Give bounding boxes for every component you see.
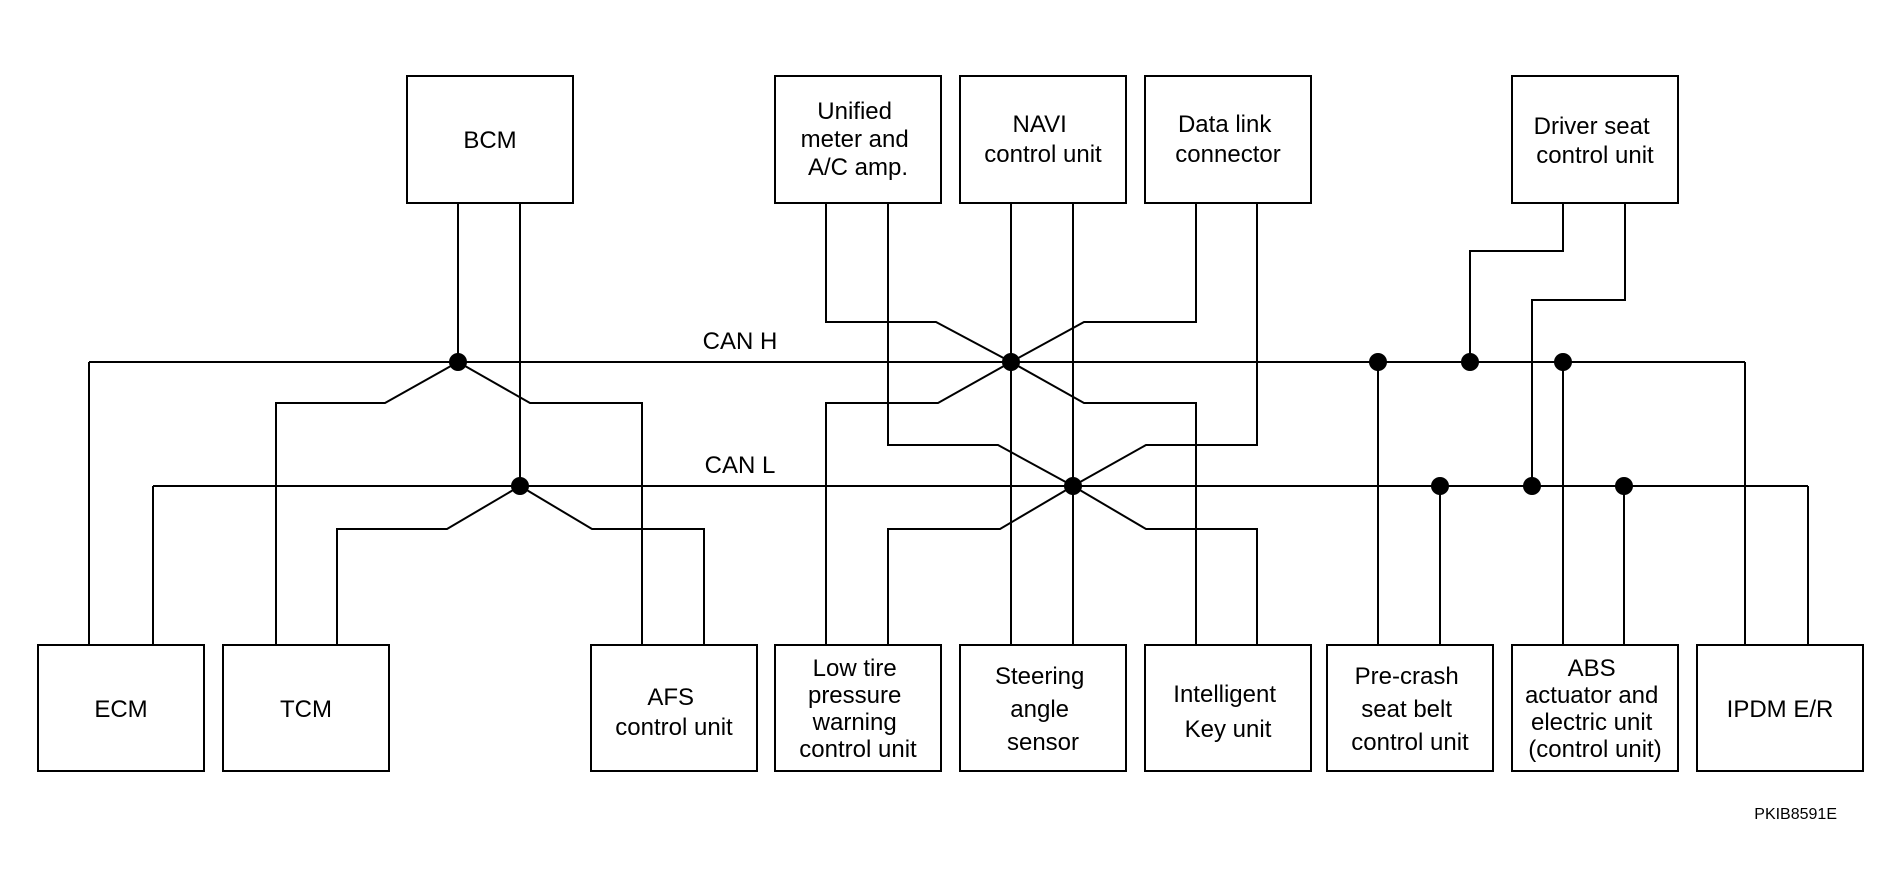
junction-dot [1064,477,1082,495]
data-link-box: Data link connector [1144,75,1312,204]
low-tire-box: Low tire pressure warning control unit [774,644,942,772]
ecm-label: ECM [94,696,147,723]
low-tire-label: Low tire pressure warning control unit [799,655,917,763]
wire-driver-seat-l [1531,203,1626,486]
steering-label: Steering angle sensor [995,663,1091,756]
steering-box: Steering angle sensor [959,644,1127,772]
abs-label: ABS actuator and electric unit (control … [1525,655,1665,763]
wire-driver-seat-h [1469,203,1564,362]
wire-intelligent-key-l [1072,485,1258,645]
unified-meter-label: Unified meter and A/C amp. [801,98,916,181]
pre-crash-label: Pre-crash seat belt control unit [1351,663,1469,756]
tcm-label: TCM [280,696,332,723]
wire-data-link-h [1010,203,1197,363]
junction-dot [1523,477,1541,495]
ipdm-box: IPDM E/R [1696,644,1864,772]
intelligent-key-box: Intelligent Key unit [1144,644,1312,772]
junction-dot [511,477,529,495]
wire-afs-h [457,361,643,645]
afs-box: AFS control unit [590,644,758,772]
junction-dot [1554,353,1572,371]
junction-dot [449,353,467,371]
driver-seat-box: Driver seat control unit [1511,75,1679,204]
junctions [449,353,1633,495]
afs-label: AFS control unit [615,684,733,741]
driver-seat-label: Driver seat control unit [1534,113,1657,169]
junction-dot [1615,477,1633,495]
bcm-box: BCM [406,75,574,204]
pre-crash-box: Pre-crash seat belt control unit [1326,644,1494,772]
junction-dot [1431,477,1449,495]
intelligent-key-label: Intelligent Key unit [1173,681,1282,743]
unified-meter-box: Unified meter and A/C amp. [774,75,942,204]
wire-low-tire-h [825,361,1012,645]
junction-dot [1002,353,1020,371]
data-link-label: Data link connector [1175,111,1280,168]
wire-data-link-l [1072,203,1258,487]
navi-box: NAVI control unit [959,75,1127,204]
tcm-box: TCM [222,644,390,772]
wire-unified-meter-l [887,203,1074,487]
wire-unified-meter-h [825,203,1012,363]
junction-dot [1461,353,1479,371]
bcm-label: BCM [463,127,516,154]
wire-afs-l [519,485,705,645]
wire-tcm-l [336,485,521,645]
abs-box: ABS actuator and electric unit (control … [1511,644,1679,772]
wire-tcm-h [275,361,459,645]
can-h-label: CAN H [703,328,778,355]
can-l-label: CAN L [705,452,776,479]
wire-low-tire-l [887,485,1074,645]
navi-label: NAVI control unit [984,111,1102,168]
ipdm-label: IPDM E/R [1727,696,1834,723]
wire-intelligent-key-h [1010,361,1197,645]
wires [88,203,1809,645]
junction-dot [1369,353,1387,371]
figure-code: PKIB8591E [1754,806,1837,823]
ecm-box: ECM [37,644,205,772]
